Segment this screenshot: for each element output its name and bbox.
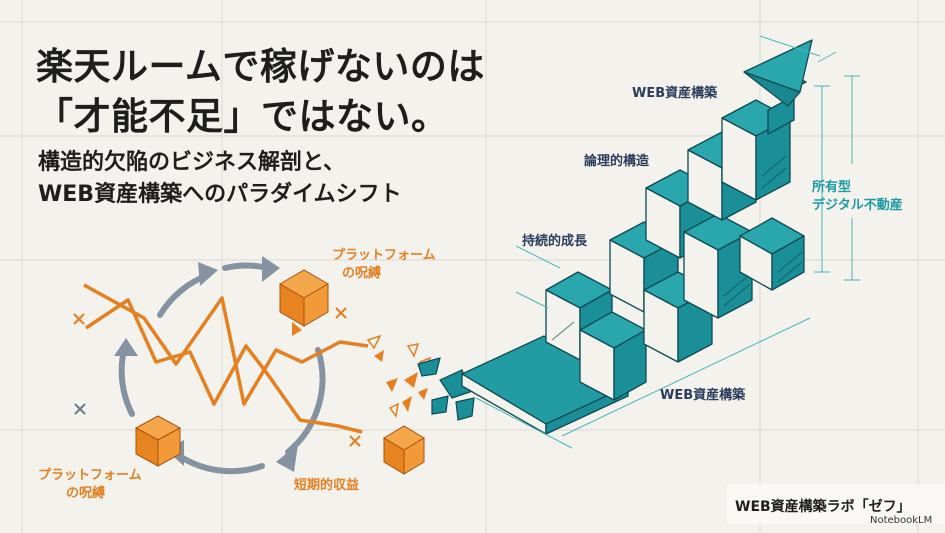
title-line-2: 「才能不足」ではない。 [36, 95, 449, 138]
title-line-1: 楽天ルームで稼げないのは [36, 45, 485, 88]
dimension-lines [475, 35, 853, 449]
orange-fragments [292, 322, 428, 412]
orange-cube-top [279, 269, 329, 327]
subtitle-line-2: WEB資産構築へのパラダイムシフト [38, 182, 402, 207]
brand-name: WEB資産構築ラボ「ゼフ」 [735, 499, 911, 515]
label-digital-real-estate: デジタル不動産 [812, 198, 903, 213]
x-marks [73, 307, 361, 447]
label-platform-bind-top-1: プラットフォーム [332, 248, 436, 263]
subtitle-line-1: 構造的欠陥のビジネス解剖と、 [38, 150, 346, 175]
orange-fragments-outline [366, 334, 432, 418]
label-sustainable-growth: 持続的成長 [522, 234, 588, 249]
dimension-ticks [814, 75, 860, 281]
x-marks-grey [74, 403, 86, 415]
hatching [551, 155, 803, 341]
label-web-asset-bottom: WEB資産構築 [660, 388, 746, 403]
label-logical-structure: 論理的構造 [584, 154, 650, 169]
label-platform-bind-bottom-2: の呪縛 [66, 486, 106, 501]
label-platform-bind-top-2: の呪縛 [342, 266, 382, 281]
label-platform-bind-bottom-1: プラットフォーム [38, 468, 142, 483]
label-web-asset-top: WEB資産構築 [632, 86, 718, 101]
label-short-term-profit: 短期的収益 [294, 478, 360, 493]
orange-cube-bottom [383, 425, 425, 475]
orange-zigzag [83, 283, 369, 434]
notebooklm-watermark: NotebookLM [870, 515, 933, 526]
brand-box: WEB資産構築ラボ「ゼフ」 [727, 484, 945, 524]
label-owned-type: 所有型 [812, 180, 852, 195]
orange-cube-left [134, 415, 182, 467]
teal-structure [461, 39, 813, 435]
